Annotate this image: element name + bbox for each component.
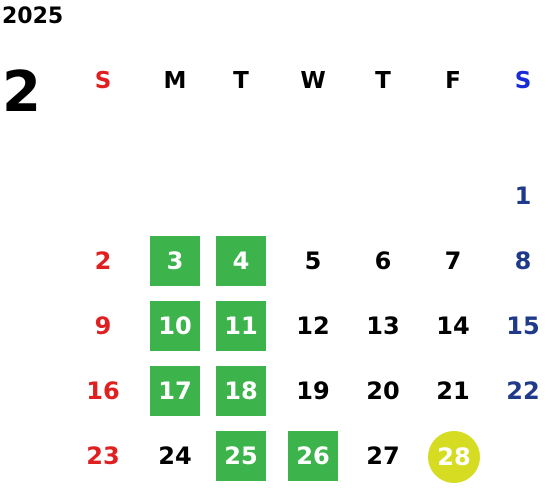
day-cell-saturday[interactable]: 1 bbox=[514, 182, 532, 210]
day-cell-monday bbox=[150, 171, 200, 221]
day-cell-friday[interactable]: 21 bbox=[436, 377, 470, 405]
day-cell-wednesday[interactable]: 26 bbox=[288, 431, 338, 481]
month-label: 2 bbox=[2, 60, 41, 125]
day-cell-thursday[interactable]: 13 bbox=[366, 312, 400, 340]
year-label: 2025 bbox=[2, 4, 64, 29]
weekday-header-row: S M T W T F S bbox=[68, 60, 548, 106]
weekday-friday: F bbox=[445, 67, 461, 94]
day-cell-thursday[interactable]: 27 bbox=[366, 442, 400, 470]
day-cell-saturday[interactable]: 8 bbox=[514, 247, 532, 275]
day-cell-sunday[interactable]: 23 bbox=[86, 442, 120, 470]
day-cell-saturday[interactable]: 22 bbox=[506, 377, 540, 405]
weekday-monday: M bbox=[163, 67, 187, 94]
day-cell-friday bbox=[428, 171, 478, 221]
day-cell-monday[interactable]: 17 bbox=[150, 366, 200, 416]
day-cell-friday[interactable]: 28 bbox=[428, 431, 480, 483]
day-cell-wednesday[interactable]: 12 bbox=[296, 312, 330, 340]
weekday-sunday: S bbox=[94, 67, 112, 94]
day-cell-sunday[interactable]: 9 bbox=[94, 312, 112, 340]
day-cell-saturday bbox=[498, 431, 548, 481]
day-cell-monday[interactable]: 3 bbox=[150, 236, 200, 286]
spacer-row bbox=[68, 106, 548, 171]
day-cell-wednesday[interactable]: 5 bbox=[304, 247, 322, 275]
day-cell-sunday bbox=[78, 171, 128, 221]
day-cell-thursday[interactable]: 20 bbox=[366, 377, 400, 405]
day-cell-tuesday[interactable]: 25 bbox=[216, 431, 266, 481]
week-row: 16 17 18 19 20 21 22 bbox=[68, 366, 548, 431]
day-cell-thursday[interactable]: 6 bbox=[374, 247, 392, 275]
day-cell-tuesday[interactable]: 18 bbox=[216, 366, 266, 416]
day-cell-wednesday bbox=[288, 171, 338, 221]
weekday-saturday: S bbox=[514, 67, 532, 94]
week-row: 9 10 11 12 13 14 15 bbox=[68, 301, 548, 366]
day-cell-sunday[interactable]: 16 bbox=[86, 377, 120, 405]
weekday-wednesday: W bbox=[300, 67, 326, 94]
day-cell-sunday[interactable]: 2 bbox=[94, 247, 112, 275]
day-cell-tuesday[interactable]: 11 bbox=[216, 301, 266, 351]
day-cell-monday[interactable]: 24 bbox=[158, 442, 192, 470]
weekday-tuesday: T bbox=[233, 67, 249, 94]
day-cell-tuesday[interactable]: 4 bbox=[216, 236, 266, 286]
week-row: 23 24 25 26 27 28 bbox=[68, 431, 548, 496]
day-cell-tuesday bbox=[216, 171, 266, 221]
weekday-thursday: T bbox=[375, 67, 391, 94]
week-row: 1 bbox=[68, 171, 548, 236]
day-cell-thursday bbox=[358, 171, 408, 221]
day-cell-friday[interactable]: 7 bbox=[444, 247, 462, 275]
day-cell-monday[interactable]: 10 bbox=[150, 301, 200, 351]
day-cell-wednesday[interactable]: 19 bbox=[296, 377, 330, 405]
day-cell-saturday[interactable]: 15 bbox=[506, 312, 540, 340]
day-cell-friday[interactable]: 14 bbox=[436, 312, 470, 340]
